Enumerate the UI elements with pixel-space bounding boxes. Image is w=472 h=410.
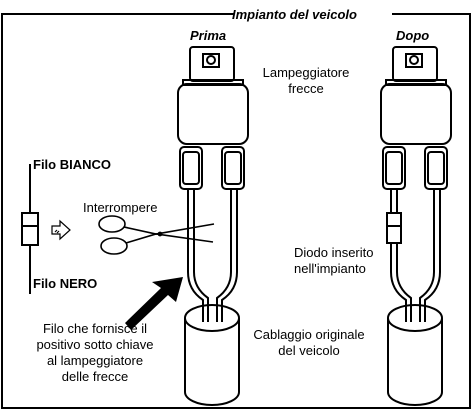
before-label: Prima: [190, 28, 227, 43]
diode-label-line-1: Diodo inserito: [294, 245, 374, 260]
positive-wire-label: Filo che fornisce il positivo sotto chia…: [15, 321, 175, 385]
positive-wire-label-line-2: positivo sotto chiave: [36, 337, 154, 352]
frame-border: [1, 13, 471, 409]
harness-label-line-1: Cablaggio originale: [253, 327, 365, 342]
insert-arrow-icon: [51, 219, 71, 241]
harness-label-line-2: del veicolo: [278, 343, 340, 358]
inline-diode-after: [386, 212, 402, 244]
pointer-arrow-icon: [125, 277, 183, 330]
after-label: Dopo: [396, 28, 430, 43]
wires-before: [187, 189, 238, 322]
harness-label: Cablaggio originale del veicolo: [244, 327, 374, 359]
flasher-label-line-1: Lampeggiatore: [262, 65, 350, 80]
diode-legend: [21, 164, 39, 294]
flasher-label-line-2: frecce: [288, 81, 324, 96]
cut-label: Interrompere: [83, 200, 158, 215]
scissors-icon: [98, 215, 215, 255]
diode-label-line-2: nell'impianto: [294, 261, 366, 276]
positive-wire-label-line-4: delle frecce: [61, 369, 129, 384]
connector-after: [382, 146, 448, 190]
black-wire-label: Filo NERO: [33, 276, 98, 291]
diode-label: Diodo inserito nell'impianto: [294, 245, 374, 277]
positive-wire-label-line-1: Filo che fornisce il: [42, 321, 148, 336]
flasher-relay-before: [177, 46, 249, 145]
flasher-label: Lampeggiatore frecce: [256, 65, 356, 97]
harness-sleeve-after: [387, 304, 443, 406]
wires-after: [390, 189, 441, 322]
positive-wire-label-line-3: al lampeggiatore: [46, 353, 144, 368]
white-wire-label: Filo BIANCO: [33, 157, 111, 172]
connector-before: [179, 146, 245, 190]
diagram-title: Impianto del veicolo: [232, 7, 357, 22]
harness-sleeve-before: [184, 304, 240, 406]
flasher-relay-after: [380, 46, 452, 145]
